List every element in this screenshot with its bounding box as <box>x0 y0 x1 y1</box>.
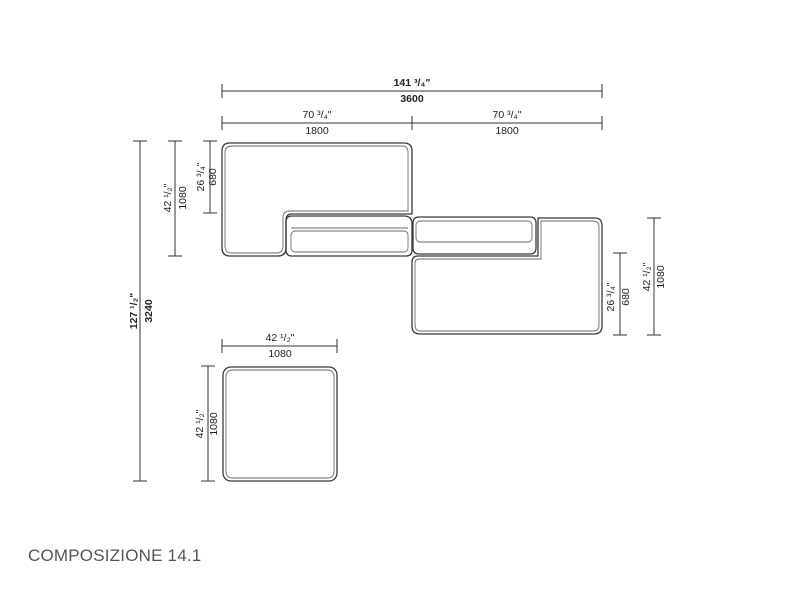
dim-ottoman-depth: 42 ¹/₂" 1080 <box>194 365 220 482</box>
right-width-mm: 1800 <box>495 125 519 137</box>
left-depth-mm: 1080 <box>177 186 189 210</box>
left-depth-inches: 42 ¹/₂" <box>162 183 174 212</box>
ottoman-depth-mm: 1080 <box>208 412 220 436</box>
total-height-mm: 3240 <box>143 299 155 323</box>
dim-module-widths: 70 ³/₄" 1800 70 ³/₄" 1800 <box>221 109 603 137</box>
dim-total-width: 141 ³/₄" 3600 <box>221 77 603 105</box>
ottoman-depth-inches: 42 ¹/₂" <box>194 409 206 438</box>
right-depth-inches: 42 ¹/₂" <box>641 262 653 291</box>
dim-total-height: 127 ¹/₂" 3240 <box>128 140 155 482</box>
left-arm-inches: 26 ³/₄" <box>195 162 207 191</box>
right-arm-mm: 680 <box>620 288 632 306</box>
left-arm-mm: 680 <box>207 168 219 186</box>
left-chaise-module <box>221 142 413 257</box>
right-chaise-module <box>411 217 603 335</box>
right-arm-inches: 26 ³/₄" <box>605 282 617 311</box>
dim-right-depth: 42 ¹/₂" 1080 <box>641 217 667 336</box>
composition-caption: COMPOSIZIONE 14.1 <box>28 546 202 565</box>
right-back-module <box>412 216 537 255</box>
center-seat-module <box>285 215 413 257</box>
total-height-inches: 127 ¹/₂" <box>128 293 140 330</box>
dim-right-arm: 26 ³/₄" 680 <box>605 252 632 336</box>
right-depth-mm: 1080 <box>655 265 667 289</box>
dim-left-arm: 26 ³/₄" 680 <box>195 140 219 214</box>
ottoman-width-inches: 42 ¹/₂" <box>266 332 295 344</box>
left-width-inches: 70 ³/₄" <box>302 109 331 121</box>
dim-left-depth: 42 ¹/₂" 1080 <box>162 140 189 257</box>
ottoman-module <box>222 366 338 482</box>
total-width-inches: 141 ³/₄" <box>394 77 431 89</box>
right-width-inches: 70 ³/₄" <box>492 109 521 121</box>
dim-ottoman-width: 42 ¹/₂" 1080 <box>221 332 338 360</box>
left-width-mm: 1800 <box>305 125 329 137</box>
ottoman-width-mm: 1080 <box>268 348 292 360</box>
total-width-mm: 3600 <box>400 93 424 105</box>
